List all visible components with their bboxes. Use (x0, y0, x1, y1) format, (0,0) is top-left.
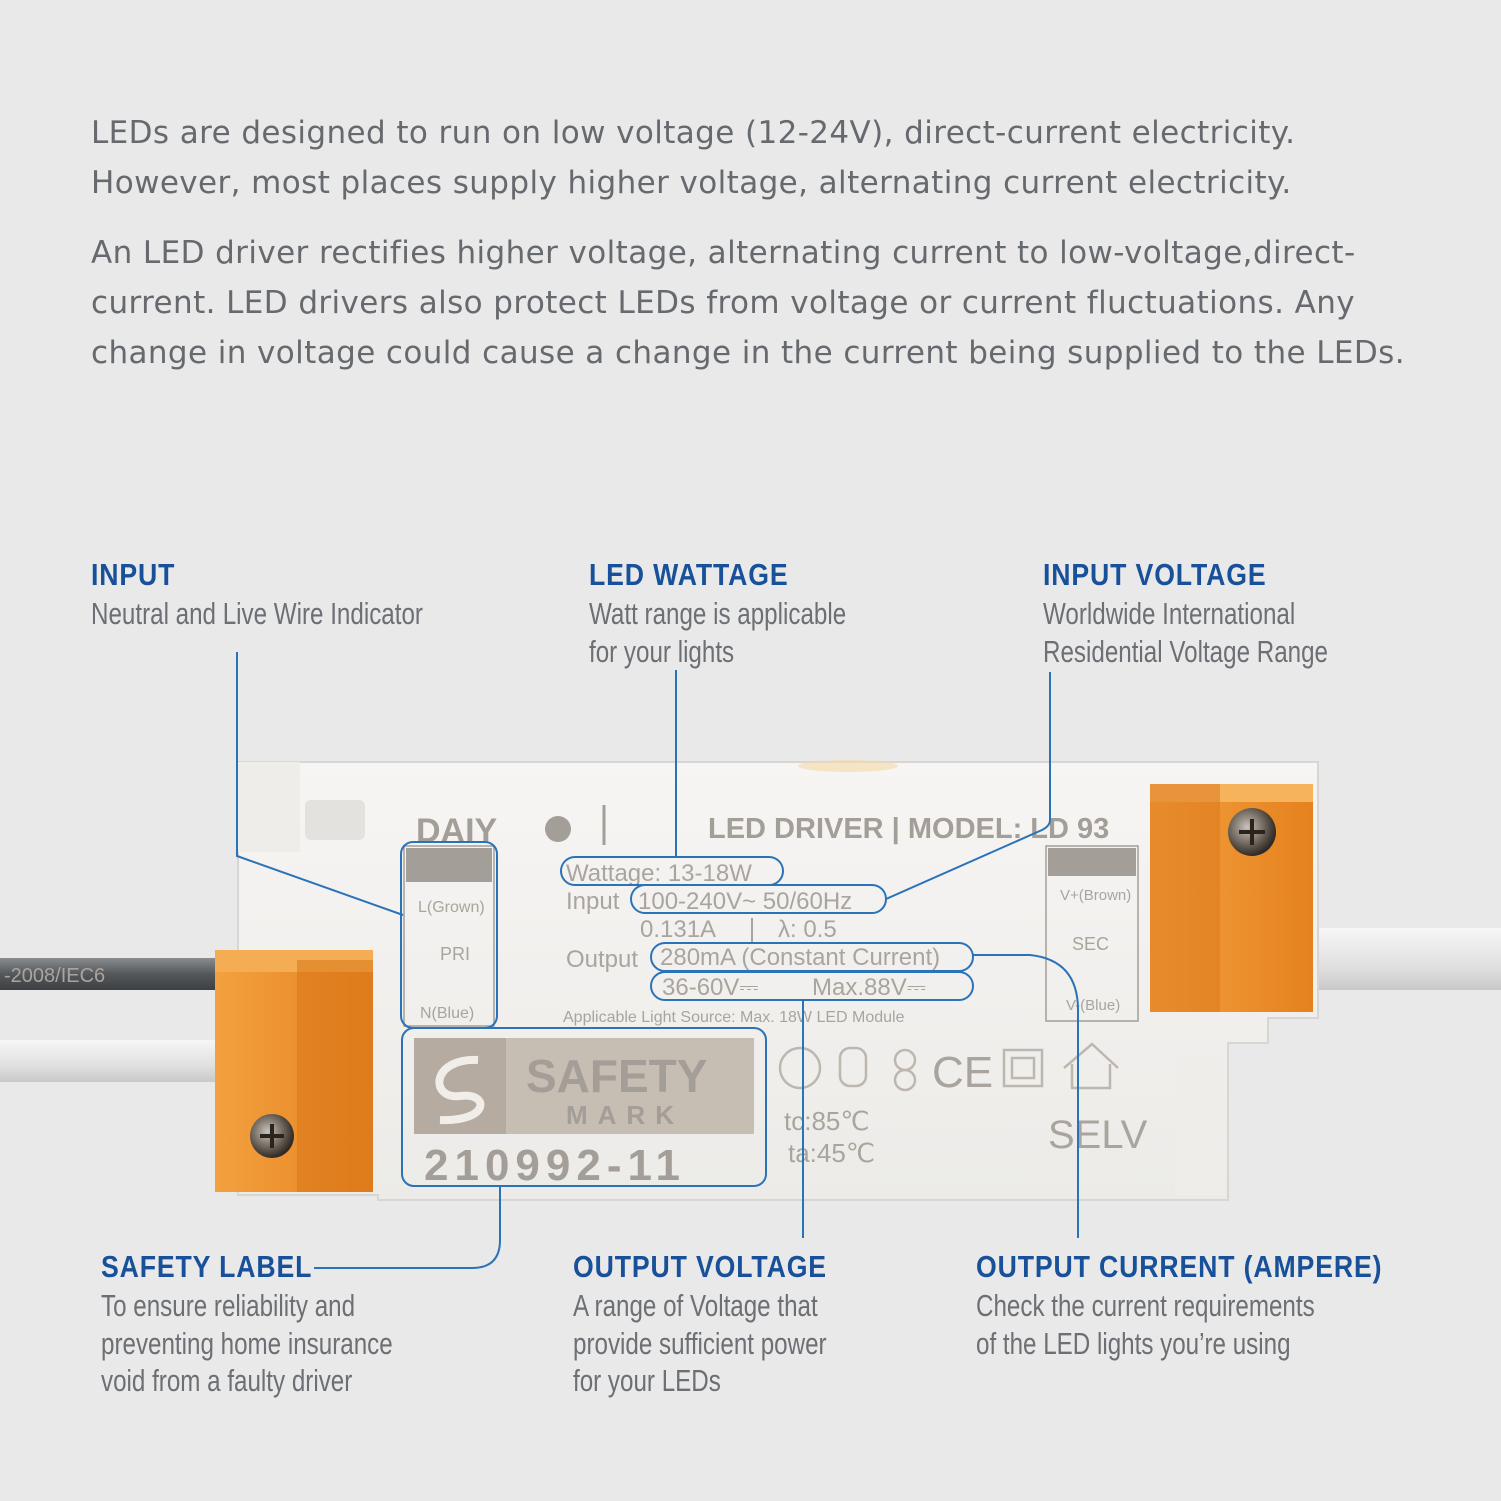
output-label: Output (566, 946, 638, 973)
ta-text: ta:45℃ (788, 1138, 875, 1168)
input-label: Input (566, 888, 620, 915)
selv-text: SELV (1048, 1113, 1148, 1157)
callout-input: INPUT Neutral and Live Wire Indicator (91, 557, 517, 633)
callout-input-voltage-title: INPUT VOLTAGE (1043, 557, 1267, 592)
callout-led-wattage-title: LED WATTAGE (589, 557, 789, 592)
callout-output-voltage-desc: A range of Voltage that provide sufficie… (573, 1288, 827, 1398)
power-factor-text: λ: 0.5 (778, 916, 837, 943)
leader-input-voltage (885, 672, 1051, 900)
callout-output-current-title: OUTPUT CURRENT (AMPERE) (976, 1249, 1383, 1284)
tc-text: tc:85℃ (784, 1106, 870, 1136)
output-box-title: OUTPUT (1050, 853, 1132, 875)
callout-output-current: OUTPUT CURRENT (AMPERE) Check the curren… (976, 1249, 1449, 1362)
safety-number-text: 210992-11 (424, 1141, 686, 1190)
intro-paragraph-2: An LED driver rectifies higher voltage, … (91, 235, 1405, 371)
cert-double-insulation-icon (1002, 1048, 1044, 1088)
safety-top-text: SAFETY (526, 1050, 707, 1102)
light-source-text: Applicable Light Source: Max. 18W LED Mo… (563, 1009, 905, 1026)
ce-mark: CE (932, 1048, 993, 1097)
intro-paragraph-1: LEDs are designed to run on low voltage … (91, 115, 1296, 201)
left-terminal (215, 950, 373, 1192)
callout-safety-label: SAFETY LABEL To ensure reliability and p… (101, 1249, 475, 1400)
callout-output-voltage: OUTPUT VOLTAGE A range of Voltage that p… (573, 1249, 898, 1400)
safety-mark: SAFETY MARK 210992-11 (414, 1038, 754, 1190)
intro-text: LEDs are designed to run on low voltage … (91, 108, 1441, 398)
input-voltage-text: 100-240V~ 50/60Hz (638, 888, 852, 915)
callout-led-wattage-desc: Watt range is applicable for your lights (589, 596, 847, 669)
output-voltage-text: 36-60V⎓ (662, 974, 759, 1001)
callout-output-voltage-title: OUTPUT VOLTAGE (573, 1249, 827, 1284)
leader-safety-label (314, 1186, 501, 1269)
safety-swoosh-icon (435, 1055, 485, 1125)
gray-cable (0, 958, 232, 990)
cable-print: -2008/IEC6 (4, 965, 105, 987)
input-current-text: 0.131A (640, 916, 716, 943)
cert-f-icon (778, 1046, 822, 1090)
white-cable-right (1300, 928, 1501, 990)
brand-logo: DAIY (416, 812, 498, 850)
highlight-output-voltage (650, 971, 974, 1001)
white-cable-left (0, 1040, 232, 1082)
callout-input-title: INPUT (91, 557, 176, 592)
input-l-label: L(Grown) (418, 899, 485, 916)
callout-led-wattage: LED WATTAGE Watt range is applicable for… (589, 557, 919, 670)
input-pri-label: PRI (440, 944, 470, 964)
cert-house-icon (1063, 1042, 1119, 1090)
input-n-label: N(Blue) (420, 1005, 474, 1022)
output-vplus-label: V+(Brown) (1060, 887, 1131, 904)
right-terminal (1150, 784, 1313, 1012)
input-box-title: INPUT (414, 854, 481, 879)
callout-input-voltage: INPUT VOLTAGE Worldwide International Re… (1043, 557, 1408, 670)
wattage-text: Wattage: 13-18W (566, 860, 752, 887)
safety-bottom-text: MARK (566, 1100, 684, 1130)
cert-transformer-icon (838, 1046, 868, 1088)
callout-input-desc: Neutral and Live Wire Indicator (91, 596, 423, 631)
leader-output-current (973, 954, 1079, 1238)
leader-input (236, 652, 404, 916)
callout-safety-label-title: SAFETY LABEL (101, 1249, 313, 1284)
brand-logo-dot (545, 816, 571, 842)
output-sec-label: SEC (1072, 934, 1109, 954)
callout-output-current-desc: Check the current requirements of the LE… (976, 1288, 1315, 1361)
output-vminus-label: V-(Blue) (1066, 997, 1120, 1014)
output-current-text: 280mA (Constant Current) (660, 944, 940, 971)
callout-safety-label-desc: To ensure reliability and preventing hom… (101, 1288, 393, 1398)
highlight-safety-label (401, 1027, 767, 1187)
output-max-text: Max.88V⎓ (812, 974, 926, 1001)
callout-input-voltage-desc: Worldwide International Residential Volt… (1043, 596, 1328, 669)
